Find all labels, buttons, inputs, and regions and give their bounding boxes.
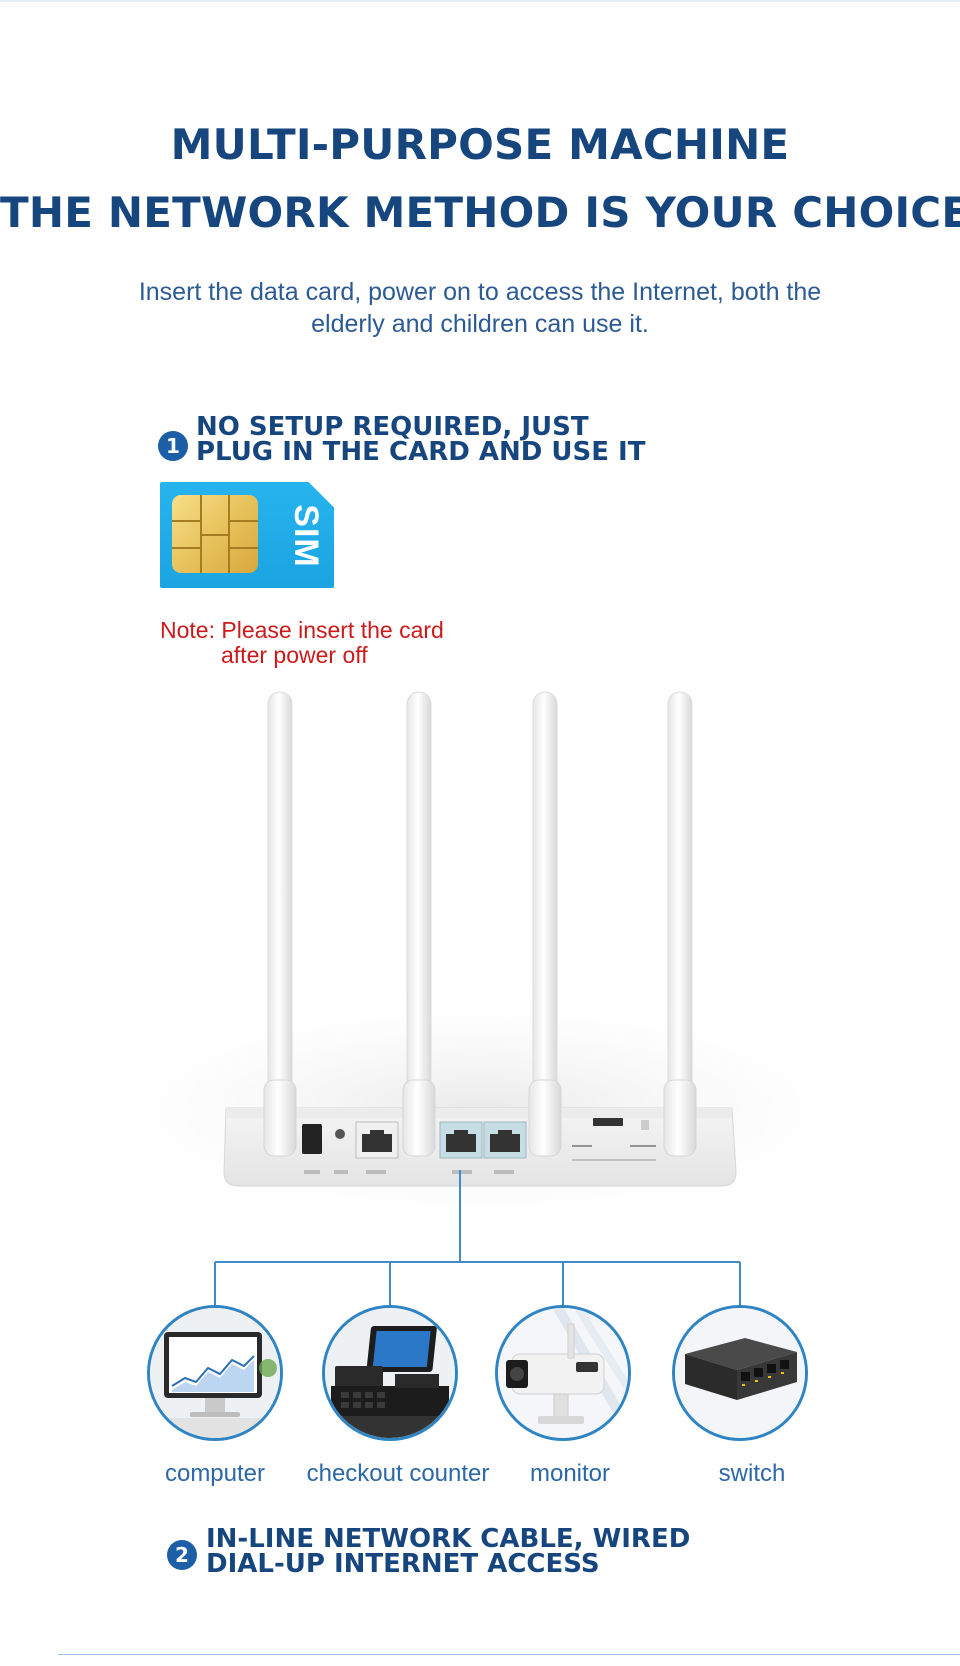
- subtitle-line-1: Insert the data card, power on to access…: [138, 278, 822, 306]
- bottom-divider: [58, 1654, 960, 1655]
- antenna-1-icon: [263, 691, 297, 1157]
- step-1-title-line-2: PLUG IN THE CARD AND USE IT: [196, 437, 646, 467]
- step-1-title-line-1: NO SETUP REQUIRED, JUST: [196, 412, 589, 442]
- device-label-switch: switch: [718, 1460, 786, 1487]
- security-camera-icon: [495, 1305, 631, 1441]
- antenna-3-icon: [528, 691, 562, 1157]
- top-divider: [0, 0, 960, 2]
- step-2-badge: 2: [167, 1540, 197, 1570]
- device-label-monitor: monitor: [529, 1460, 611, 1487]
- power-port-icon: [302, 1124, 322, 1154]
- step-1-badge: 1: [158, 431, 188, 461]
- lan-port-icon: [439, 1121, 483, 1159]
- reset-button-icon: [335, 1129, 345, 1139]
- lan-port-icon: [483, 1121, 527, 1159]
- step-2-title-line-1: IN-LINE NETWORK CABLE, WIRED: [206, 1524, 691, 1554]
- antenna-4-icon: [663, 691, 697, 1157]
- headline-primary: MULTI-PURPOSE MACHINE: [170, 120, 790, 169]
- router-body: [223, 1107, 737, 1187]
- computer-icon: [147, 1305, 283, 1441]
- wan-port-icon: [355, 1121, 399, 1159]
- sim-slot-icon: [593, 1118, 623, 1126]
- subtitle-line-2: elderly and children can use it.: [311, 310, 649, 338]
- step-2-title-line-2: DIAL-UP INTERNET ACCESS: [206, 1549, 600, 1579]
- headline-secondary: THE NETWORK METHOD IS YOUR CHOICE: [0, 188, 960, 237]
- antenna-2-icon: [402, 691, 436, 1157]
- note-line-1: Note: Please insert the card: [160, 617, 444, 643]
- device-label-checkout-counter: checkout counter: [306, 1460, 490, 1487]
- network-switch-icon: [672, 1305, 808, 1441]
- sim-card-image: SIM: [160, 482, 334, 588]
- device-label-computer: computer: [164, 1460, 266, 1487]
- wps-button-icon: [641, 1120, 649, 1130]
- checkout-counter-icon: [322, 1305, 458, 1441]
- sim-chip-icon: [172, 495, 258, 573]
- connection-lines: [214, 1170, 741, 1310]
- note-line-2: after power off: [221, 642, 368, 668]
